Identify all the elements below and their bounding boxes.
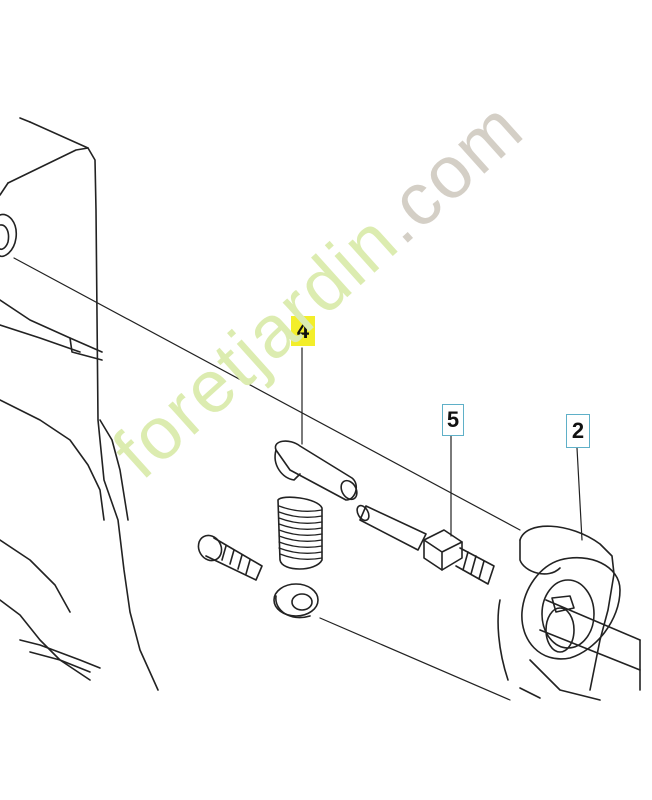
housing-outline	[0, 117, 159, 691]
small-screw	[197, 534, 263, 581]
part-5-stud	[356, 504, 495, 585]
part-label-4: 4	[296, 318, 310, 343]
part-2-bracket	[497, 525, 641, 701]
leader-2	[576, 447, 583, 541]
part-4-bushing-spring	[273, 440, 358, 619]
assembly-axis-lines	[13, 257, 521, 701]
part-label-4-highlight	[291, 316, 315, 346]
part-label-2: 2	[566, 414, 590, 448]
part-label-5: 5	[442, 404, 464, 436]
